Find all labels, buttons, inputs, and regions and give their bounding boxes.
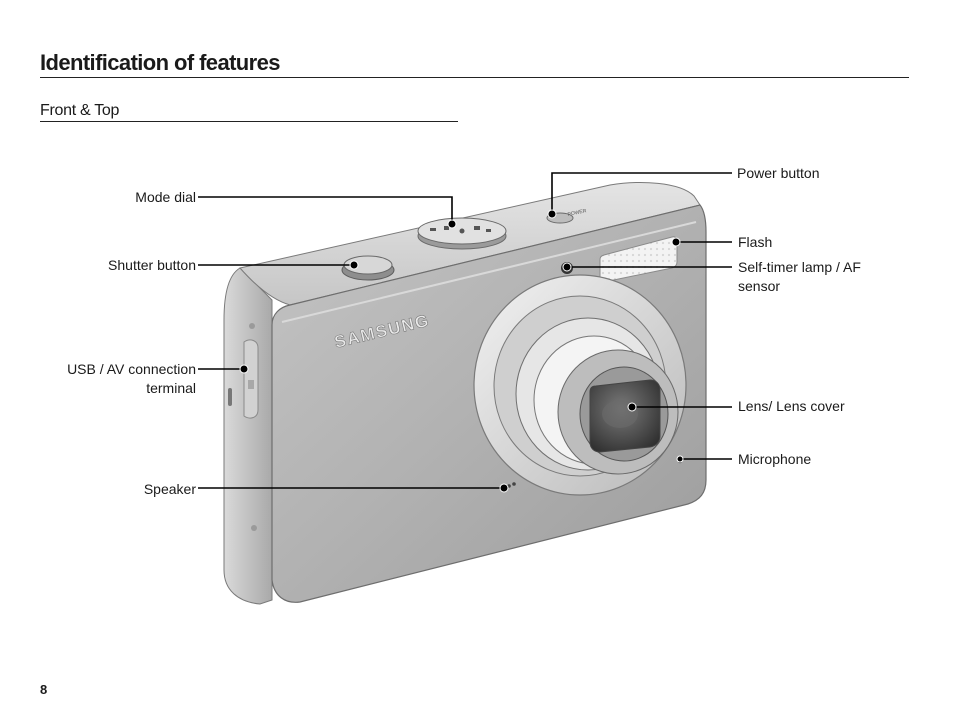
callout-markers bbox=[239, 209, 684, 493]
label-flash: Flash bbox=[738, 234, 773, 250]
label-microphone: Microphone bbox=[738, 451, 812, 467]
label-shutter-button: Shutter button bbox=[108, 257, 196, 273]
label-self-timer-line1: Self-timer lamp / AF bbox=[738, 259, 861, 275]
label-speaker: Speaker bbox=[143, 481, 196, 497]
shutter-button bbox=[341, 255, 395, 281]
label-usb-av-line2: terminal bbox=[146, 380, 196, 396]
label-mode-dial: Mode dial bbox=[135, 189, 196, 205]
callout-lines bbox=[198, 172, 732, 489]
power-marking: POWER bbox=[567, 208, 587, 218]
mode-dial bbox=[417, 217, 507, 250]
label-usb-av-terminal: USB / AV connection terminal bbox=[67, 360, 196, 398]
usb-av-port-door bbox=[228, 339, 259, 419]
page-title: Identification of features bbox=[40, 50, 280, 75]
page-number: 8 bbox=[40, 682, 48, 697]
label-usb-av-line1: USB / AV connection bbox=[67, 361, 196, 377]
section-divider bbox=[40, 121, 458, 122]
lens-assembly bbox=[473, 274, 687, 496]
label-self-timer-lamp: Self-timer lamp / AF sensor bbox=[738, 258, 861, 296]
label-power-button: Power button bbox=[737, 165, 820, 181]
label-lens-cover: Lens/ Lens cover bbox=[738, 398, 845, 414]
title-divider bbox=[40, 77, 909, 78]
strap-eyelet-icon bbox=[249, 323, 257, 531]
section-title: Front & Top bbox=[40, 102, 120, 119]
label-self-timer-line2: sensor bbox=[738, 278, 781, 294]
